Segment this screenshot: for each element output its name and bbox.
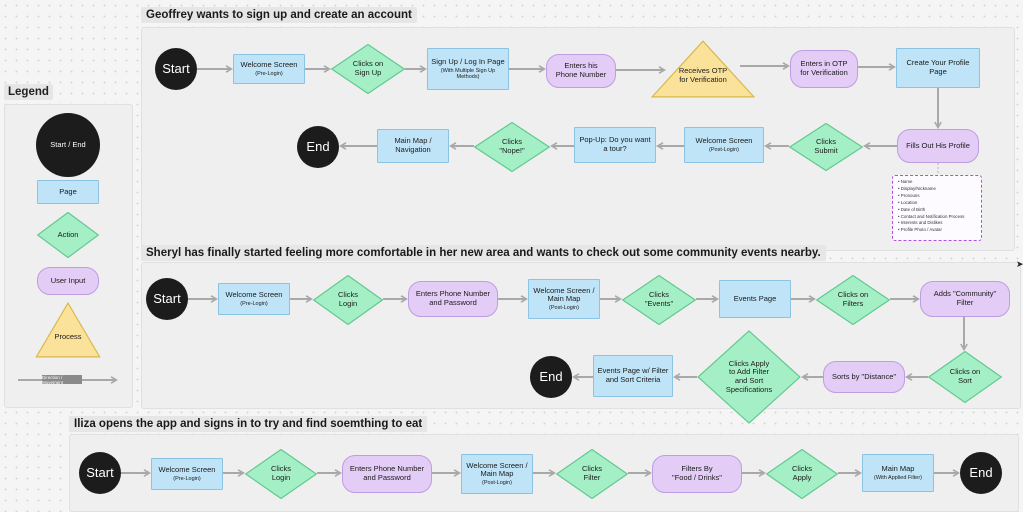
diamond-shape bbox=[928, 351, 1002, 403]
g-start-node: Start bbox=[155, 48, 197, 90]
g-enters-otp: Enters in OTP for Verification bbox=[790, 50, 858, 88]
triangle-shape bbox=[35, 302, 101, 358]
legend-title: Legend bbox=[4, 84, 53, 100]
g-create-profile-page: Create Your Profile Page bbox=[896, 48, 980, 88]
g-signup-page: Sign Up / Log In Page (With Multiple Sig… bbox=[427, 48, 509, 90]
s-clicks-events: Clicks "Events" bbox=[622, 275, 696, 325]
diamond-shape bbox=[816, 275, 890, 325]
s-clicks-filters: Clicks on Filters bbox=[816, 275, 890, 325]
s-welcome-screen: Welcome Screen (Pre-Login) bbox=[218, 283, 290, 315]
legend-action: Action bbox=[37, 212, 99, 258]
diamond-shape bbox=[37, 212, 99, 258]
mouse-cursor-icon: ➤ bbox=[1016, 259, 1023, 269]
i-clicks-login: Clicks Login bbox=[245, 449, 317, 499]
section-title-iliza: Iliza opens the app and signs in to try … bbox=[69, 416, 428, 432]
i-end-node: End bbox=[960, 452, 1002, 494]
legend-user-input: User Input bbox=[37, 267, 99, 295]
profile-field: Location bbox=[898, 200, 978, 207]
diamond-shape bbox=[245, 449, 317, 499]
i-start-node: Start bbox=[79, 452, 121, 494]
s-clicks-login: Clicks Login bbox=[313, 275, 383, 325]
s-sorts-distance: Sorts by "Distance" bbox=[823, 361, 905, 393]
profile-fields-list: Name Display/Nickname Pronouns Location … bbox=[892, 175, 982, 241]
legend-process: Process bbox=[35, 302, 101, 358]
i-welcome-screen: Welcome Screen (Pre-Login) bbox=[151, 458, 223, 490]
s-start-node: Start bbox=[146, 278, 188, 320]
i-main-map-filtered: Main Map (With Applied Filter) bbox=[862, 454, 934, 492]
g-end-node: End bbox=[297, 126, 339, 168]
g-main-map-nav: Main Map / Navigation bbox=[377, 129, 449, 163]
diamond-shape bbox=[766, 449, 838, 499]
triangle-shape bbox=[650, 40, 756, 98]
legend-start-end: Start / End bbox=[36, 113, 100, 177]
profile-field: Display/Nickname bbox=[898, 186, 978, 193]
section-title-geoffrey: Geoffrey wants to sign up and create an … bbox=[141, 7, 417, 23]
g-welcome-screen: Welcome Screen (Pre-Login) bbox=[233, 54, 305, 84]
s-end-node: End bbox=[530, 356, 572, 398]
diamond-shape bbox=[313, 275, 383, 325]
g-fills-profile: Fills Out His Profile bbox=[897, 129, 979, 163]
diamond-shape bbox=[622, 275, 696, 325]
g-clicks-signup: Clicks on Sign Up bbox=[331, 44, 405, 94]
g-receives-otp: Receives OTP for Verification bbox=[650, 40, 756, 98]
g-enters-phone: Enters his Phone Number bbox=[546, 54, 616, 88]
s-events-page: Events Page bbox=[719, 280, 791, 318]
s-clicks-sort: Clicks on Sort bbox=[928, 351, 1002, 403]
diamond-shape bbox=[556, 449, 628, 499]
i-clicks-apply: Clicks Apply bbox=[766, 449, 838, 499]
profile-field: Contact and Notification Process bbox=[898, 214, 978, 221]
i-clicks-filter: Clicks Filter bbox=[556, 449, 628, 499]
profile-field: Interests and Dislikes bbox=[898, 220, 978, 227]
g-popup-tour: Pop-Up: Do you want a tour? bbox=[574, 127, 656, 163]
diamond-shape bbox=[331, 44, 405, 94]
i-welcome-main-map: Welcome Screen / Main Map (Post-Login) bbox=[461, 454, 533, 494]
profile-field: Profile Photo / Avatar bbox=[898, 227, 978, 234]
legend-direction: Direction / Movement bbox=[42, 375, 82, 385]
g-clicks-submit: Clicks Submit bbox=[789, 123, 863, 171]
diamond-shape bbox=[474, 122, 550, 172]
legend-page: Page bbox=[37, 180, 99, 204]
g-clicks-nope: Clicks "Nope!" bbox=[474, 122, 550, 172]
g-welcome-post: Welcome Screen (Post-Login) bbox=[684, 127, 764, 163]
s-events-filtered-page: Events Page w/ Filter and Sort Criteria bbox=[593, 355, 673, 397]
profile-field: Date of Birth bbox=[898, 207, 978, 214]
diamond-shape bbox=[789, 123, 863, 171]
s-welcome-main-map: Welcome Screen / Main Map (Post-Login) bbox=[528, 279, 600, 319]
profile-field: Name bbox=[898, 179, 978, 186]
diamond-shape bbox=[697, 330, 801, 424]
s-enters-phone-password: Enters Phone Number and Password bbox=[408, 281, 498, 317]
s-adds-community-filter: Adds "Community" Filter bbox=[920, 281, 1010, 317]
i-enters-phone-password: Enters Phone Number and Password bbox=[342, 455, 432, 493]
i-filters-by-food: Filters By "Food / Drinks" bbox=[652, 455, 742, 493]
profile-field: Pronouns bbox=[898, 193, 978, 200]
s-clicks-apply: Clicks Apply to Add Filter and Sort Spec… bbox=[697, 330, 801, 424]
section-title-sheryl: Sheryl has finally started feeling more … bbox=[141, 245, 826, 261]
